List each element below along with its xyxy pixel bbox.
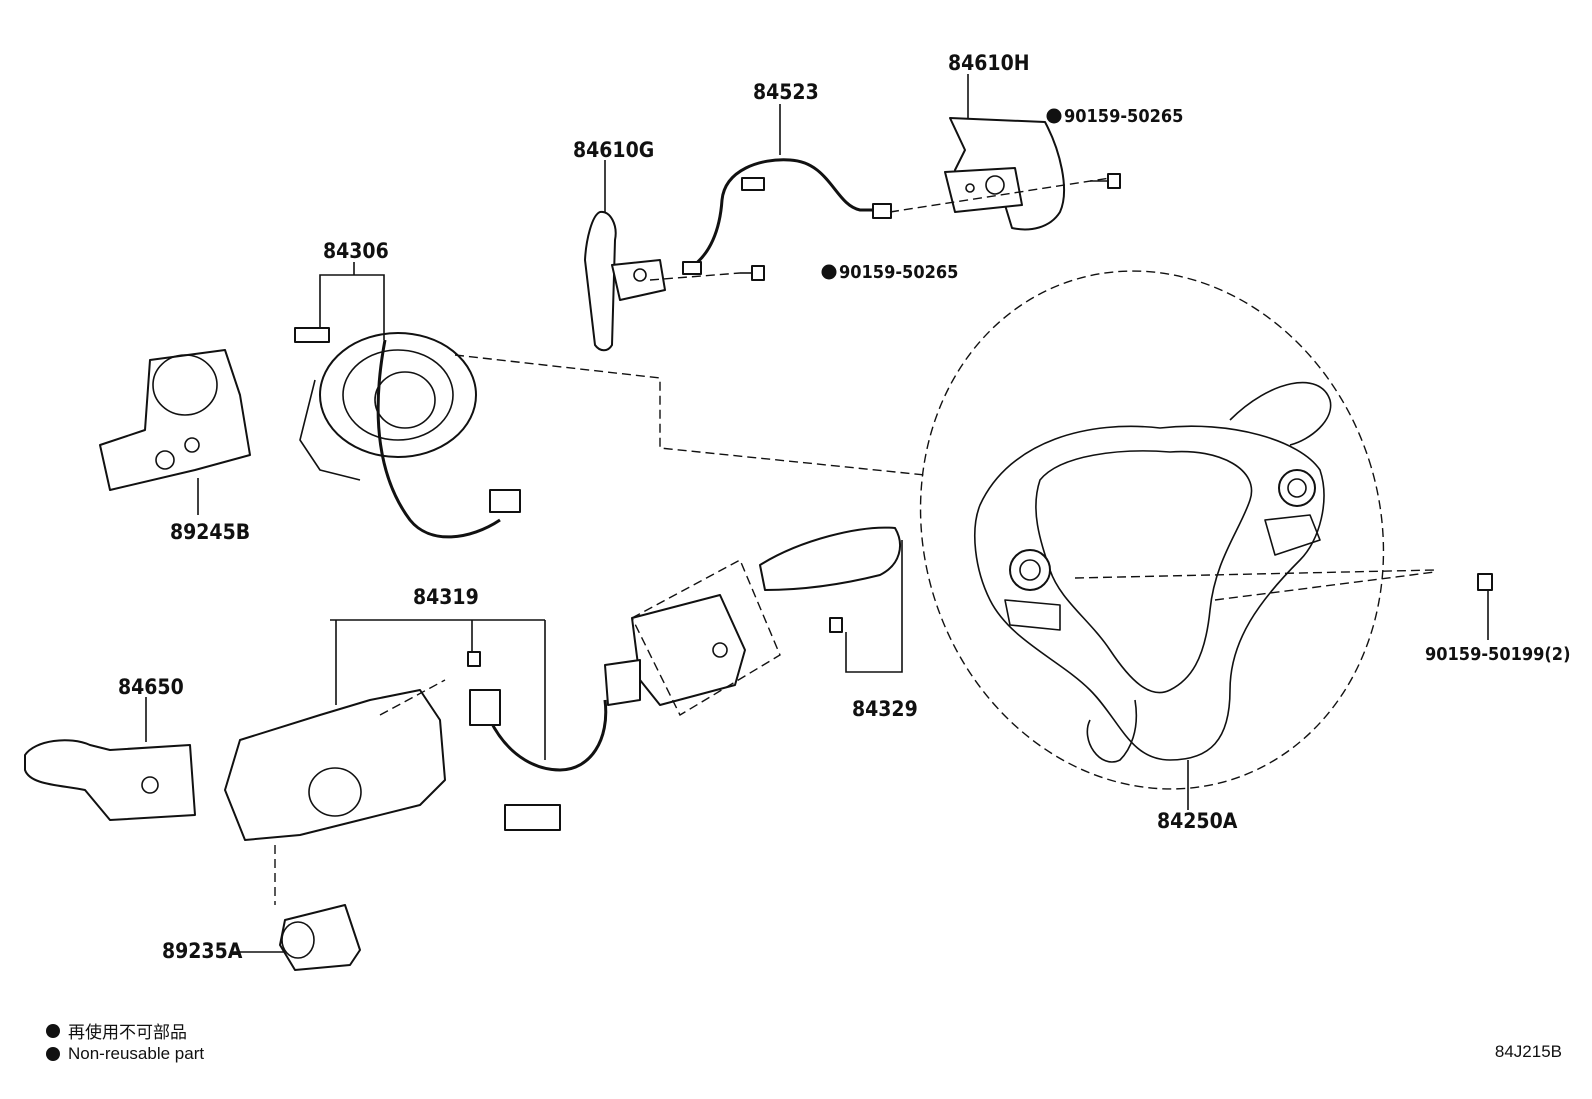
wheel-spoke-right	[1229, 381, 1332, 446]
non-reusable-dot-top	[1046, 108, 1062, 124]
bolt-90159-50199[interactable]	[1477, 573, 1493, 591]
steering-wheel-84250A[interactable]	[854, 210, 1450, 849]
wheel-switch-right-knob	[1278, 469, 1316, 507]
switch-89235A[interactable]	[279, 904, 361, 971]
wire-harness-84523[interactable]	[689, 158, 890, 270]
legend-row-jp: 再使用不可部品	[46, 1018, 187, 1043]
label-84306: 84306	[323, 239, 389, 263]
wheel-switch-left-knob	[1009, 549, 1051, 591]
headlamp-switch-84650[interactable]	[24, 739, 196, 821]
label-84610G: 84610G	[573, 138, 654, 162]
legend-text-en: Non-reusable part	[68, 1044, 205, 1063]
non-reusable-dot-mid	[821, 264, 837, 280]
wheel-hub	[974, 425, 1325, 761]
label-89245B: 89245B	[170, 520, 250, 544]
label-bolt-wheel: 90159-50199(2)	[1425, 644, 1570, 665]
wiper-switch-dashed-box	[631, 559, 781, 716]
bolt-90159-50265-top[interactable]	[1090, 173, 1121, 189]
bolt-90159-50265-mid[interactable]	[740, 265, 765, 281]
diagram-code: 84J215B	[1494, 1042, 1562, 1061]
wheel-hub-inner	[1035, 450, 1253, 694]
legend-row-en: Non-reusable part	[46, 1044, 204, 1064]
legend-dot-icon	[46, 1047, 60, 1061]
relation-line-84306	[454, 354, 926, 476]
paddle-shifter-84610H[interactable]	[944, 117, 1066, 231]
label-84250A: 84250A	[1157, 809, 1238, 833]
wheel-spoke-bottom	[1086, 699, 1138, 763]
legend-dot-icon	[46, 1023, 60, 1038]
wheel-rim-outline	[919, 270, 1385, 790]
spiral-cable-84306[interactable]	[294, 327, 521, 539]
label-84650: 84650	[118, 675, 184, 699]
label-bolt-mid: 90159-50265	[839, 262, 958, 283]
label-84523: 84523	[753, 80, 819, 104]
paddle-shifter-84610G[interactable]	[584, 210, 666, 352]
label-84329: 84329	[852, 697, 918, 721]
label-bolt-top: 90159-50265	[1064, 106, 1183, 127]
label-89235A: 89235A	[162, 939, 243, 963]
legend-text-jp: 再使用不可部品	[68, 1023, 187, 1042]
label-84610H: 84610H	[948, 51, 1030, 75]
steering-sensor-89245B[interactable]	[99, 349, 251, 491]
wiper-switch-84329[interactable]	[604, 526, 901, 706]
label-84319: 84319	[413, 585, 479, 609]
switch-body-84319[interactable]	[224, 651, 608, 841]
